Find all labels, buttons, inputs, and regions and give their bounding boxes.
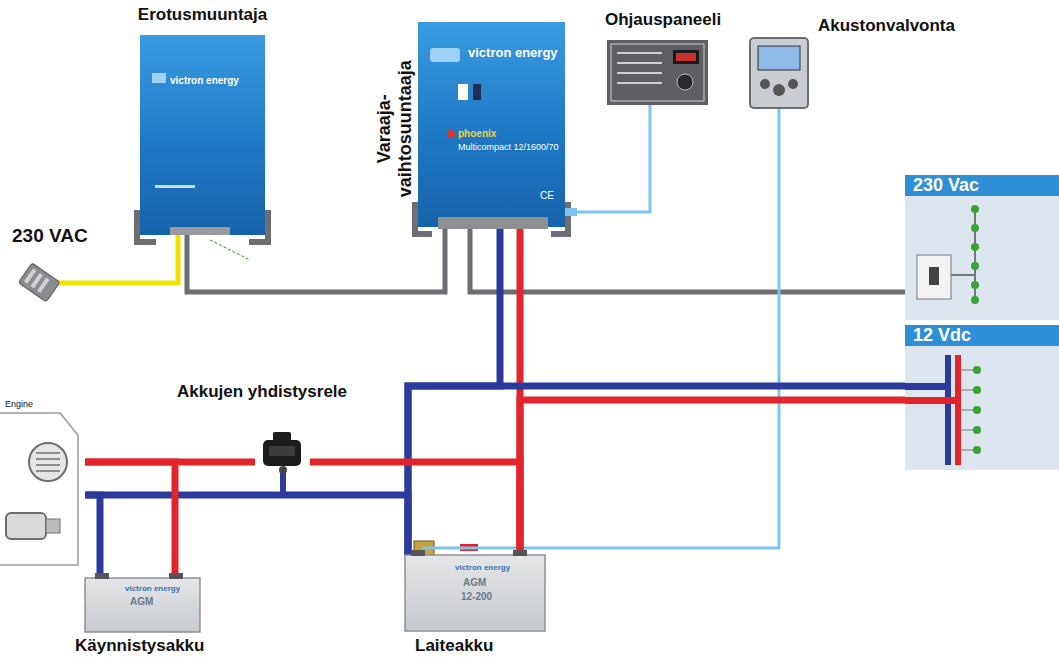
dc-positive-cable (85, 462, 175, 578)
dc-negative-cable (408, 386, 905, 555)
shore-power-inlet: 230 VAC (10, 225, 110, 315)
brand-text: victron energy (468, 46, 558, 61)
device-illustration (255, 440, 310, 472)
house-battery: victron energyAGM12-200Laiteakku (405, 555, 545, 631)
engine-label: Engine (5, 399, 33, 409)
battery-label: Laiteakku (415, 636, 493, 656)
device-heading: Erotusmuuntaja (120, 5, 285, 25)
device-heading: Akustonvalvonta (818, 16, 955, 36)
mark-text: CE (540, 190, 554, 202)
device-heading: Akkujen yhdistysrele (172, 382, 352, 402)
inverter-charger: Varaaja- vaihtosuuntaajavictron energyph… (418, 22, 565, 227)
dc-negative-cable (85, 495, 408, 555)
device-illustration (905, 175, 1059, 320)
device-illustration (607, 40, 708, 105)
supply-label: 230 VAC (12, 225, 88, 247)
panel-header: 12 Vdc (913, 325, 971, 346)
isolation-transformer: Erotusmuuntajavictron energy (140, 35, 265, 235)
ac-distribution-panel: 230 Vac (905, 175, 1059, 320)
device-heading: Varaaja- vaihtosuuntaaja (374, 44, 415, 214)
device-illustration (140, 35, 265, 235)
dc-negative-cable (408, 227, 500, 555)
model-text: phoenix (458, 128, 496, 140)
dc-distribution-panel: 12 Vdc (905, 325, 1059, 470)
device-heading: Ohjauspaneeli (605, 10, 721, 30)
ac-shore-cable (110, 235, 178, 283)
battery-label: Käynnistysakku (75, 636, 204, 656)
dc-positive-cable (310, 462, 520, 555)
brand-text: victron energy (455, 563, 510, 572)
brand-text: victron energy (170, 75, 239, 87)
device-illustration (905, 325, 1059, 470)
engine: Engine (0, 395, 85, 580)
device-illustration (750, 38, 808, 108)
panel-header: 230 Vac (913, 175, 979, 196)
control-panel: Ohjauspaneeli (607, 40, 708, 105)
battery-type: AGM (130, 596, 153, 608)
battery-monitor: Akustonvalvonta (750, 38, 808, 108)
starter-battery: victron energyAGMKäynnistysakku (85, 578, 200, 632)
battery-type: AGM (463, 577, 486, 589)
dc-positive-cable (520, 400, 905, 555)
brand-text: victron energy (125, 584, 180, 593)
battery-combiner-relay: Akkujen yhdistysrele (255, 440, 310, 472)
device-illustration (0, 395, 85, 580)
data-cable (565, 105, 650, 212)
ac-cable (470, 227, 905, 292)
ac-cable (187, 227, 445, 292)
dc-negative-cable (85, 495, 100, 578)
model-text: Multicompact 12/1600/70 (458, 142, 559, 152)
battery-rating: 12-200 (461, 591, 492, 603)
